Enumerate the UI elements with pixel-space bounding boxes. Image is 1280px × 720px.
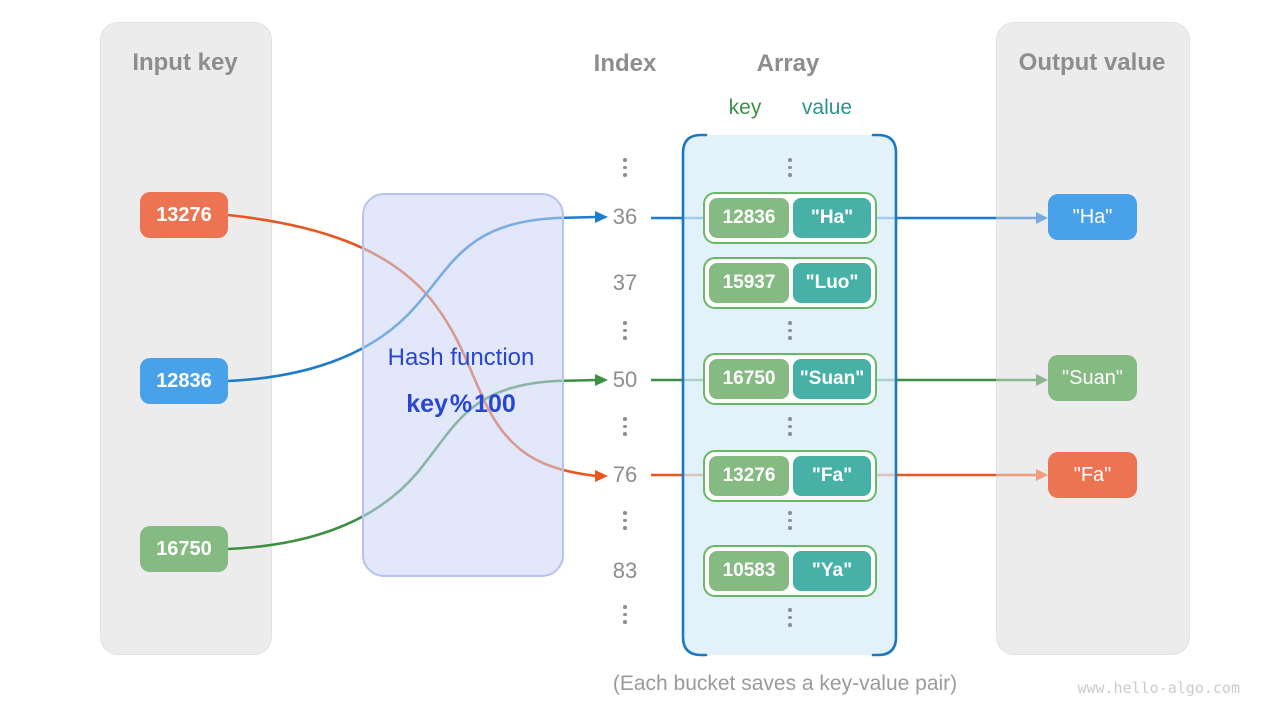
vertical-ellipsis-icon (788, 321, 792, 340)
index-36: 36 (612, 204, 638, 229)
index-83: 83 (612, 558, 638, 583)
bucket-pair-76: 13276 "Fa" (703, 450, 877, 502)
bucket-pair-83: 10583 "Ya" (703, 545, 877, 597)
vertical-ellipsis-icon (788, 417, 792, 436)
pair-key: 10583 (709, 551, 789, 591)
bucket-pair-50: 16750 "Suan" (703, 353, 877, 405)
input-key-panel-title: Input key (132, 49, 238, 76)
output-value-ha: "Ha" (1048, 194, 1137, 240)
vertical-ellipsis-icon (623, 321, 627, 340)
pair-value: "Fa" (793, 456, 871, 496)
vertical-ellipsis-icon (623, 158, 627, 177)
index-column-header: Index (593, 50, 657, 77)
pair-key: 12836 (709, 198, 789, 238)
diagram-caption: (Each bucket saves a key-value pair) (612, 672, 958, 695)
hash-function-formula: key % 100 (406, 390, 516, 418)
hash-function-title: Hash function (387, 344, 535, 371)
input-key-12836: 12836 (140, 358, 228, 404)
vertical-ellipsis-icon (788, 608, 792, 627)
output-value-panel-title: Output value (1018, 49, 1166, 76)
input-key-13276: 13276 (140, 192, 228, 238)
vertical-ellipsis-icon (788, 511, 792, 530)
pair-key: 16750 (709, 359, 789, 399)
pair-value: "Ya" (793, 551, 871, 591)
vertical-ellipsis-icon (623, 511, 627, 530)
bucket-pair-36: 12836 "Ha" (703, 192, 877, 244)
pair-value: "Ha" (793, 198, 871, 238)
index-50: 50 (612, 367, 638, 392)
index-37: 37 (612, 270, 638, 295)
vertical-ellipsis-icon (788, 158, 792, 177)
hash-function-box (362, 193, 564, 577)
pair-key: 13276 (709, 456, 789, 496)
index-76: 76 (612, 462, 638, 487)
vertical-ellipsis-icon (623, 417, 627, 436)
output-value-fa: "Fa" (1048, 452, 1137, 498)
value-column-header: value (801, 96, 853, 119)
output-value-suan: "Suan" (1048, 355, 1137, 401)
pair-key: 15937 (709, 263, 789, 303)
input-key-16750: 16750 (140, 526, 228, 572)
watermark: www.hello-algo.com (1077, 679, 1240, 697)
key-column-header: key (728, 96, 762, 119)
pair-value: "Luo" (793, 263, 871, 303)
output-value-panel (996, 22, 1190, 655)
vertical-ellipsis-icon (623, 605, 627, 624)
bucket-pair-37: 15937 "Luo" (703, 257, 877, 309)
array-column-header: Array (756, 50, 820, 77)
pair-value: "Suan" (793, 359, 871, 399)
